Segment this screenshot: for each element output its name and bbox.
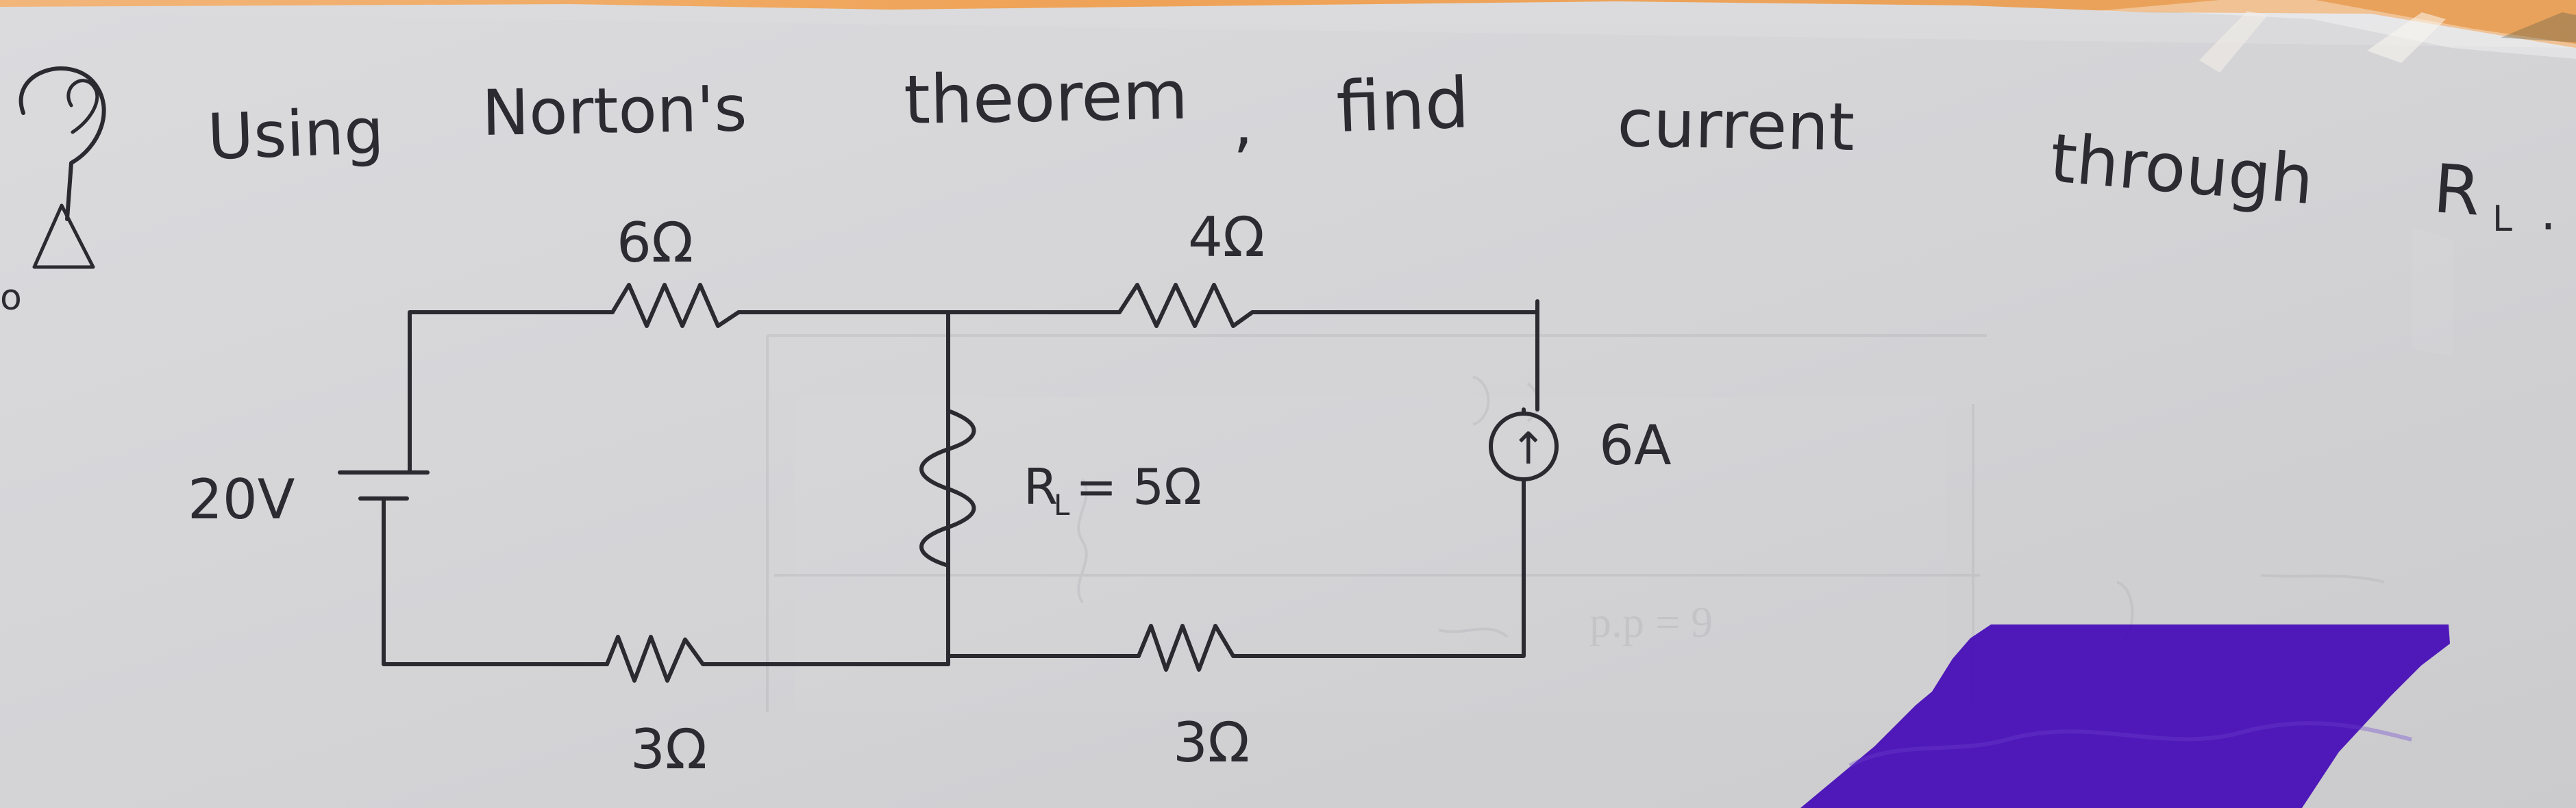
question-rl-subscript: L xyxy=(2492,199,2512,240)
resistor-top-right-label: 4Ω xyxy=(1188,205,1265,269)
circuit-diagram: ↑ 20V 6Ω 4Ω R L = 5Ω 3Ω 3Ω 6A xyxy=(188,205,1672,781)
margin-mark: o xyxy=(0,277,22,318)
question-mark-icon xyxy=(18,66,106,221)
resistor-bottom-left-label: 3Ω xyxy=(630,718,707,781)
resistor-top-left-label: 6Ω xyxy=(617,211,693,275)
question-word-using: Using xyxy=(206,94,385,174)
question-word-current: current xyxy=(1617,85,1855,166)
pencil-mark-icon xyxy=(32,203,95,269)
question-word-theorem: theorem xyxy=(903,57,1189,140)
question-comma: , xyxy=(1233,87,1253,160)
load-resistor-subscript: L xyxy=(1054,488,1070,522)
highlight-stroke-icon xyxy=(1848,721,2412,768)
highlight-block-icon xyxy=(1800,624,2450,808)
resistor-top-right-icon xyxy=(1117,283,1539,328)
question-period: . xyxy=(2540,184,2556,241)
question-rl-letter: R xyxy=(2431,150,2483,231)
faint-backprint-mark: p.p = 9 xyxy=(1589,598,1713,646)
background-texture xyxy=(795,0,2576,712)
resistor-top-left-icon xyxy=(610,283,995,328)
load-resistor-prefix: R xyxy=(1024,458,1058,516)
resistor-bottom-left-icon xyxy=(605,635,950,683)
resistor-bottom-right-icon xyxy=(1137,491,1526,672)
faint-backprint: p.p = 9 xyxy=(766,334,2385,712)
left-lower-wire xyxy=(382,496,609,666)
load-resistor-icon xyxy=(919,409,976,568)
purple-highlight xyxy=(1800,624,2450,808)
question-marker: o xyxy=(0,66,106,318)
question-mark-inner-icon xyxy=(66,79,99,134)
question-text: Using Norton's theorem , find current th… xyxy=(206,57,2556,241)
resistor-bottom-right-label: 3Ω xyxy=(1173,711,1250,774)
question-word-find: find xyxy=(1335,62,1471,149)
source-voltage-label: 20V xyxy=(188,468,295,531)
load-resistor-value: = 5Ω xyxy=(1076,458,1202,516)
current-source-label: 6A xyxy=(1599,414,1672,477)
current-source-arrow: ↑ xyxy=(1510,424,1547,475)
question-word-nortons: Norton's xyxy=(482,72,748,150)
